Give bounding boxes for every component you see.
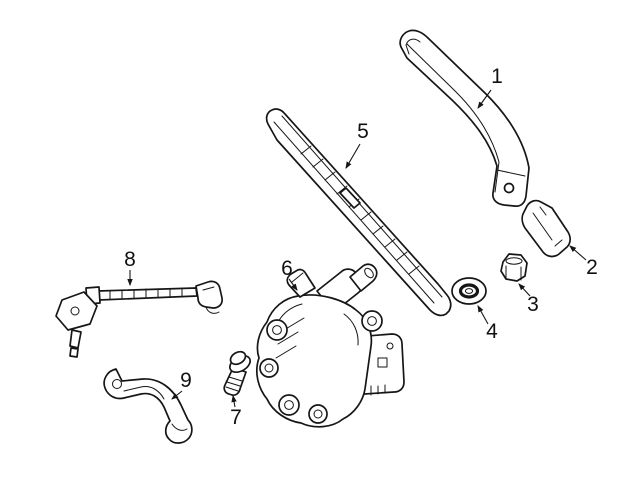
bracket-hole bbox=[386, 342, 394, 350]
cap-inner-line bbox=[532, 212, 553, 241]
connector-hook bbox=[205, 306, 220, 314]
bracket-arm-foot-line bbox=[171, 423, 188, 431]
part-support-bracket bbox=[103, 368, 193, 444]
connector-detail bbox=[202, 286, 215, 291]
cap-detail-1 bbox=[539, 206, 547, 216]
wiper-arm-hook-detail bbox=[405, 38, 421, 55]
leader-line-9 bbox=[171, 390, 183, 400]
motor-boss-2 bbox=[259, 358, 279, 378]
blade-spine-line-2 bbox=[281, 115, 443, 298]
callout-label-2: 2 bbox=[586, 256, 598, 279]
nut-top-ellipse bbox=[505, 257, 523, 265]
hose-right-connector bbox=[195, 280, 223, 309]
grommet-hole bbox=[464, 288, 474, 294]
callout-label-7: 7 bbox=[230, 406, 242, 429]
callout-label-8: 8 bbox=[124, 248, 136, 271]
leader-line-1 bbox=[477, 89, 492, 109]
part-arm-cap bbox=[521, 199, 571, 258]
wiper-arm-pivot-hole bbox=[503, 182, 515, 194]
motor-boss-1 bbox=[266, 319, 288, 341]
shaft-tip-cap bbox=[364, 267, 374, 279]
leader-line-7 bbox=[231, 394, 237, 408]
hose-nub-rib bbox=[291, 272, 304, 283]
bracket-arm-hole bbox=[112, 379, 122, 389]
part-bolt bbox=[223, 350, 251, 397]
callout-5: 5 bbox=[345, 120, 369, 169]
callout-label-1: 1 bbox=[491, 65, 503, 88]
bracket-arm-outline bbox=[103, 368, 193, 444]
part-grommet bbox=[451, 277, 487, 305]
callout-4: 4 bbox=[477, 305, 498, 343]
motor-boss-3 bbox=[278, 394, 300, 416]
leader-line-4 bbox=[477, 305, 489, 325]
nozzle-bracket-plate bbox=[55, 291, 98, 331]
callout-label-3: 3 bbox=[527, 293, 539, 316]
motor-boss-5-hole bbox=[367, 316, 377, 326]
nut-facet-lines bbox=[505, 265, 522, 281]
bolt-head bbox=[229, 350, 247, 366]
callout-9: 9 bbox=[171, 369, 192, 400]
bracket-arm-ridge bbox=[123, 386, 165, 400]
callout-7: 7 bbox=[230, 394, 242, 429]
bracket-square-hole bbox=[377, 357, 388, 368]
blade-outline bbox=[265, 108, 452, 317]
part-wiper-arm bbox=[399, 29, 530, 207]
cap-detail-2 bbox=[554, 239, 563, 247]
callout-label-9: 9 bbox=[180, 369, 192, 392]
motor-boss-4-hole bbox=[313, 409, 323, 419]
nozzle-tip bbox=[69, 347, 79, 358]
blade-spine-line-1 bbox=[273, 121, 435, 304]
grommet-ring bbox=[458, 283, 480, 299]
cap-outline bbox=[521, 199, 571, 258]
nozzle-body bbox=[69, 329, 82, 349]
callout-2: 2 bbox=[569, 245, 598, 279]
wiper-arm-outline bbox=[399, 29, 530, 207]
part-washer-nozzle-hose bbox=[55, 280, 223, 358]
motor-boss-3-hole bbox=[284, 400, 294, 410]
motor-boss-4 bbox=[308, 404, 328, 424]
motor-boss-2-hole bbox=[264, 363, 274, 373]
leader-line-2 bbox=[569, 245, 587, 261]
part-nut bbox=[500, 253, 528, 282]
callout-6: 6 bbox=[281, 257, 298, 291]
leader-line-5 bbox=[345, 143, 361, 169]
wiper-arm-inner-line bbox=[406, 43, 500, 193]
leader-line-3 bbox=[518, 283, 531, 297]
part-wiper-motor bbox=[256, 263, 405, 428]
part-wiper-blade bbox=[265, 108, 452, 317]
callout-label-6: 6 bbox=[281, 257, 293, 280]
callout-label-5: 5 bbox=[357, 120, 369, 143]
leader-line-6 bbox=[288, 278, 298, 291]
nozzle-bracket-hole bbox=[70, 306, 80, 316]
wiper-arm-edge-detail bbox=[496, 169, 526, 177]
motor-shaft-tip bbox=[349, 263, 378, 292]
motor-boss-5 bbox=[361, 310, 383, 332]
blade-center-bracket bbox=[339, 187, 361, 209]
callout-1: 1 bbox=[477, 65, 503, 109]
callout-3: 3 bbox=[518, 283, 539, 316]
motor-boss-1-hole bbox=[272, 325, 282, 335]
callout-8: 8 bbox=[124, 248, 136, 287]
bolt-threads bbox=[225, 376, 243, 392]
callout-label-4: 4 bbox=[486, 320, 498, 343]
hose-ribs bbox=[109, 287, 183, 300]
